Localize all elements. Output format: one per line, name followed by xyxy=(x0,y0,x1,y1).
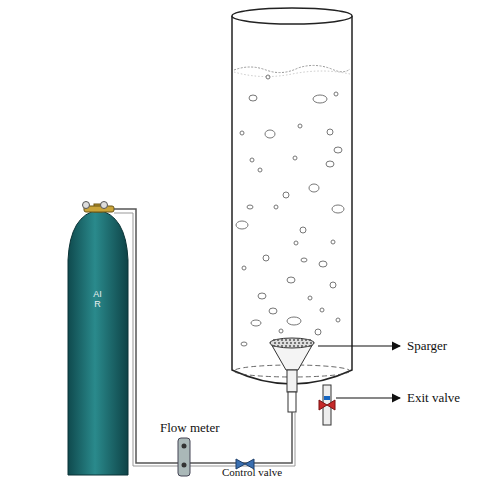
bubble xyxy=(327,129,333,135)
bubble xyxy=(269,308,277,314)
bubble xyxy=(320,308,324,312)
bubble xyxy=(293,156,297,160)
part-label: Control valve xyxy=(222,466,282,478)
sparger-hole xyxy=(285,345,287,347)
part-label: Flow meter xyxy=(160,421,220,435)
sparger-hole xyxy=(282,342,284,344)
sparger-hole xyxy=(274,342,276,344)
bubble xyxy=(319,261,327,267)
sparger-hole xyxy=(301,339,303,341)
bubble xyxy=(250,158,254,162)
sparger-hole xyxy=(281,339,283,341)
bubble xyxy=(326,161,334,167)
sparger-hole xyxy=(273,339,275,341)
bubble xyxy=(300,227,306,233)
part-label: Sparger xyxy=(407,339,447,353)
sparger-hole xyxy=(273,345,275,347)
bubble xyxy=(336,318,340,322)
bubble xyxy=(287,317,301,325)
bubble xyxy=(313,95,327,103)
sparger-hole xyxy=(305,339,307,341)
bubble xyxy=(301,258,307,262)
sparger-hole xyxy=(285,339,287,341)
sparger-hole xyxy=(310,342,312,344)
bubble xyxy=(298,124,302,128)
bubble xyxy=(308,296,312,300)
sparger-hole xyxy=(277,345,279,347)
bubble xyxy=(263,255,269,261)
bubble xyxy=(315,329,321,335)
sparger-hole xyxy=(302,342,304,344)
bubble xyxy=(236,221,248,229)
sparger-hole xyxy=(301,345,303,347)
bubble xyxy=(332,205,344,213)
sparger-hole xyxy=(298,342,300,344)
bubble xyxy=(265,130,275,138)
sparger-hole xyxy=(290,342,292,344)
sparger-hole xyxy=(281,345,283,347)
bubble xyxy=(240,131,244,135)
cylinder-text: AIR xyxy=(93,290,102,310)
bubble xyxy=(241,342,247,346)
sparger-hole xyxy=(293,345,295,347)
bubble xyxy=(258,168,262,172)
sparger-hole xyxy=(309,345,311,347)
bubble xyxy=(309,184,319,192)
sparger-hole xyxy=(294,342,296,344)
sparger-hole xyxy=(309,339,311,341)
bubble xyxy=(294,241,298,245)
bubble xyxy=(331,240,335,244)
bubble xyxy=(247,205,253,209)
bubble xyxy=(334,147,342,153)
bubble xyxy=(242,266,246,270)
bubble xyxy=(266,75,270,79)
sparger-hole xyxy=(306,342,308,344)
sparger-hole xyxy=(286,342,288,344)
sparger-hole xyxy=(277,339,279,341)
part-label: Exit valve xyxy=(407,391,460,405)
sparger-hole xyxy=(289,339,291,341)
sparger-hole xyxy=(305,345,307,347)
bubble xyxy=(279,329,283,333)
bubble xyxy=(274,205,278,209)
sparger-hole xyxy=(278,342,280,344)
bubble xyxy=(251,320,261,326)
bubble xyxy=(249,95,257,101)
bubble xyxy=(334,92,338,96)
sparger-hole xyxy=(289,345,291,347)
bubble xyxy=(330,282,336,288)
bubble xyxy=(283,192,289,198)
sparger-hole xyxy=(297,345,299,347)
bubble xyxy=(287,277,295,283)
sparger-hole xyxy=(293,339,295,341)
bubble xyxy=(258,293,266,299)
sparger-hole xyxy=(297,339,299,341)
